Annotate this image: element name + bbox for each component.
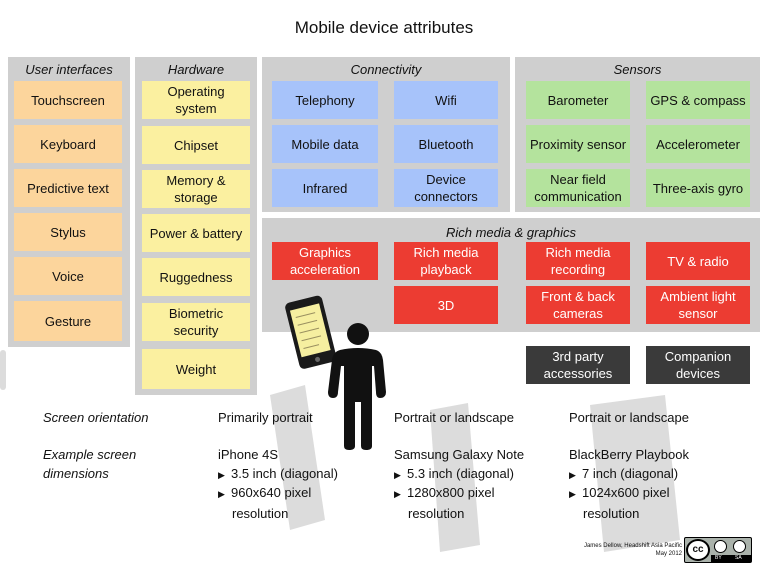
device-name-2: Samsung Galaxy Note <box>394 447 525 462</box>
connectivity-item-device-connectors: Device connectors <box>394 169 498 207</box>
bullet-icon: ▶ <box>569 489 576 499</box>
bullet-icon: ▶ <box>569 470 576 480</box>
accessory-item-3rd-party-accessories: 3rd party accessories <box>526 346 630 384</box>
hardware-item-memory-storage: Memory & storage <box>142 170 250 208</box>
sensors-item-gps-compass: GPS & compass <box>646 81 750 119</box>
sensors-item-accelerometer: Accelerometer <box>646 125 750 163</box>
hardware-item-operating-system: Operating system <box>142 81 250 119</box>
author-credit: James Dellow, Headshift Asia Pacific May… <box>583 543 682 557</box>
rich-media-item-ambient-light-sensor: Ambient light sensor <box>646 286 750 324</box>
rich-media-item-rich-media-playback: Rich media playback <box>394 242 498 280</box>
screen-orientation-label: Screen orientation <box>43 410 149 425</box>
bullet-icon: ▶ <box>394 470 401 480</box>
creative-commons-icon: cc BY SA <box>684 537 752 563</box>
orientation-value-2: Portrait or landscape <box>394 410 514 425</box>
hardware-item-chipset: Chipset <box>142 126 250 164</box>
hardware-item-power-battery: Power & battery <box>142 214 250 252</box>
device-spec-size-1: ▶3.5 inch (diagonal) <box>218 464 388 485</box>
rich-media-item-graphics-acceleration: Graphics acceleration <box>272 242 378 280</box>
sensors-item-proximity-sensor: Proximity sensor <box>526 125 630 163</box>
accessory-item-companion-devices: Companion devices <box>646 346 750 384</box>
connectivity-item-infrared: Infrared <box>272 169 378 207</box>
rich-media-item-3d: 3D <box>394 286 498 324</box>
device-spec-size-2: ▶5.3 inch (diagonal) <box>394 464 564 485</box>
license-strip: BY SA <box>711 555 751 562</box>
sensors-item-near-field-communication: Near field communication <box>526 169 630 207</box>
hardware-item-weight: Weight <box>142 349 250 389</box>
ui-item-stylus: Stylus <box>14 213 122 251</box>
connectivity-item-telephony: Telephony <box>272 81 378 119</box>
orientation-value-1: Primarily portrait <box>218 410 313 425</box>
hardware-item-biometric-security: Biometric security <box>142 303 250 341</box>
orientation-value-3: Portrait or landscape <box>569 410 689 425</box>
ui-item-touchscreen: Touchscreen <box>14 81 122 119</box>
bullet-icon: ▶ <box>394 489 401 499</box>
bullet-icon: ▶ <box>218 470 225 480</box>
ui-item-gesture: Gesture <box>14 301 122 341</box>
connectivity-item-bluetooth: Bluetooth <box>394 125 498 163</box>
person-icon <box>328 323 386 450</box>
sensors-header: Sensors <box>613 62 662 77</box>
sa-icon <box>733 540 746 553</box>
device-spec-size-3: ▶7 inch (diagonal) <box>569 464 749 485</box>
device-name-3: BlackBerry Playbook <box>569 447 689 462</box>
ui-item-voice: Voice <box>14 257 122 295</box>
connectivity-item-wifi: Wifi <box>394 81 498 119</box>
diagram-title: Mobile device attributes <box>294 18 474 37</box>
hardware-item-ruggedness: Ruggedness <box>142 258 250 296</box>
rich-media-item-front-back-cameras: Front & back cameras <box>526 286 630 324</box>
cc-circle: cc <box>686 539 710 561</box>
ui-item-keyboard: Keyboard <box>14 125 122 163</box>
hardware-header: Hardware <box>167 62 225 77</box>
user-interfaces-header: User interfaces <box>25 62 113 77</box>
ui-item-predictive-text: Predictive text <box>14 169 122 207</box>
rich-media-item-rich-media-recording: Rich media recording <box>526 242 630 280</box>
example-screen-dimensions-label: Example screen dimensions <box>43 447 137 481</box>
smartphone-icon <box>285 295 337 369</box>
rich-media-item-tv-radio: TV & radio <box>646 242 750 280</box>
device-name-1: iPhone 4S <box>218 447 278 462</box>
rich-media-header: Rich media & graphics <box>445 225 577 240</box>
connectivity-item-mobile-data: Mobile data <box>272 125 378 163</box>
connectivity-header: Connectivity <box>350 62 422 77</box>
sensors-item-three-axis-gyro: Three-axis gyro <box>646 169 750 207</box>
bullet-icon: ▶ <box>218 489 225 499</box>
by-person-icon <box>714 540 727 553</box>
sensors-item-barometer: Barometer <box>526 81 630 119</box>
